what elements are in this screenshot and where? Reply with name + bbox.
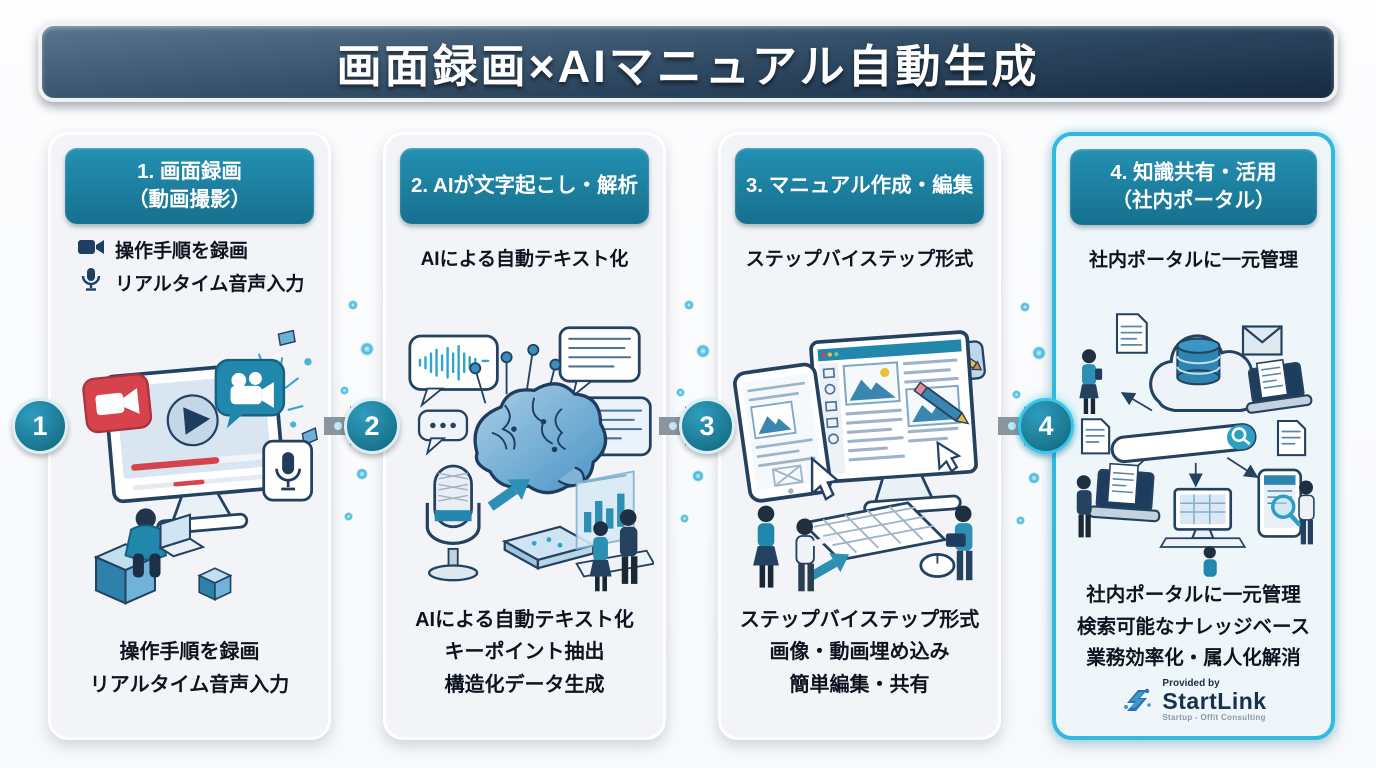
summary-line: AIによる自動テキスト化 [415,608,634,631]
glow-dot [340,386,349,395]
summary-line: ステップバイステップ形式 [739,608,980,631]
startlink-logo-icon [1120,681,1154,720]
step-3-header: 3. マニュアル作成・編集 [735,148,984,224]
summary-line: 簡単編集・共有 [789,673,930,696]
summary-line: 操作手順を録画 [119,641,260,664]
step-3-subtitle: ステップバイステップ形式 [745,249,974,270]
step-1-summary: 操作手順を録画 リアルタイム音声入力 [51,636,328,701]
step-4-header-line2: （社内ポータル） [1111,189,1276,212]
provided-by-label: Provided by [1162,677,1220,689]
glow-dot [356,468,368,480]
bullet-record-label: 操作手順を録画 [115,241,249,262]
step-4-summary: 社内ポータルに一元管理 検索可能なナレッジベース 業務効率化・属人化解消 [1056,580,1331,675]
step-1-header-line1: 1. 画面録画 [137,160,242,184]
ai-transcription-illustration [386,308,663,604]
step-4-header-line1: 4. 知識共有・活用 [1110,161,1277,185]
summary-line: 構造化データ生成 [444,673,605,696]
video-camera-icon [77,237,105,263]
startlink-name: StartLink [1162,688,1267,715]
step-badge-2: 2 [344,398,400,454]
step-2-header-line1: 2. AIが文字起こし・解析 [410,174,639,198]
page-title: 画面録画×AIマニュアル自動生成 [336,40,1040,92]
manual-editing-illustration [721,308,998,604]
bullet-record: 操作手順を録画 [77,236,322,263]
glow-dot [360,342,374,356]
step-4-subtitle: 社内ポータルに一元管理 [1088,250,1298,271]
step-1-bullets: 操作手順を録画 リアルタイム音声入力 [51,230,328,300]
step-badge-4: 4 [1018,398,1074,454]
knowledge-sharing-illustration [1056,309,1331,580]
startlink-tagline: Startup - Offit Consulting [1162,712,1266,722]
glow-dot [1032,346,1046,360]
glow-dot [348,300,358,310]
step-1-header: 1. 画面録画 （動画撮影） [65,148,314,224]
screen-recording-illustration [51,300,328,636]
glow-dot [1016,516,1025,525]
summary-line: 検索可能なナレッジベース [1076,615,1311,638]
step-card-4: 4. 知識共有・活用 （社内ポータル） 社内ポータルに一元管理 [1052,132,1335,740]
glow-dot [1028,472,1040,484]
summary-line: 社内ポータルに一元管理 [1086,584,1301,607]
step-3-summary: ステップバイステップ形式 画像・動画埋め込み 簡単編集・共有 [721,604,998,701]
bullet-voice-label: リアルタイム音声入力 [115,273,305,295]
step-2-subtitle: AIによる自動テキスト化 [420,249,629,270]
glow-dot [680,514,689,523]
microphone-icon [77,267,105,297]
summary-line: リアルタイム音声入力 [89,673,290,696]
step-card-3: 3. マニュアル作成・編集 ステップバイステップ形式 [718,132,1001,740]
glow-dot [344,512,353,521]
glow-dot [1012,390,1021,399]
summary-line: 業務効率化・属人化解消 [1086,647,1301,670]
glow-dot [676,388,685,397]
step-2-header: 2. AIが文字起こし・解析 [400,148,649,224]
bullet-voice: リアルタイム音声入力 [77,267,322,297]
step-2-summary: AIによる自動テキスト化 キーポイント抽出 構造化データ生成 [386,604,663,701]
step-4-header: 4. 知識共有・活用 （社内ポータル） [1070,149,1317,225]
step-1-header-line2: （動画撮影） [128,188,251,211]
glow-dot [692,470,704,482]
summary-line: 画像・動画埋め込み [769,641,950,664]
step-badge-3: 3 [679,398,735,454]
summary-line: キーポイント抽出 [444,641,605,664]
glow-dot [1020,302,1030,312]
step-3-header-line1: 3. マニュアル作成・編集 [745,174,974,198]
step-card-2: 2. AIが文字起こし・解析 AIによる自動テキスト化 [383,132,666,740]
glow-dot [696,344,710,358]
step-card-1: 1. 画面録画 （動画撮影） 操作手順を録画 リアルタイム音声入力 [48,132,331,740]
glow-dot [684,300,694,310]
title-bar: 画面録画×AIマニュアル自動生成 [38,22,1338,102]
startlink-logo-text: Provided by StartLink Startup - Offit Co… [1162,677,1267,722]
provider-logo: Provided by StartLink Startup - Offit Co… [1056,677,1331,722]
step-badge-1: 1 [12,398,68,454]
